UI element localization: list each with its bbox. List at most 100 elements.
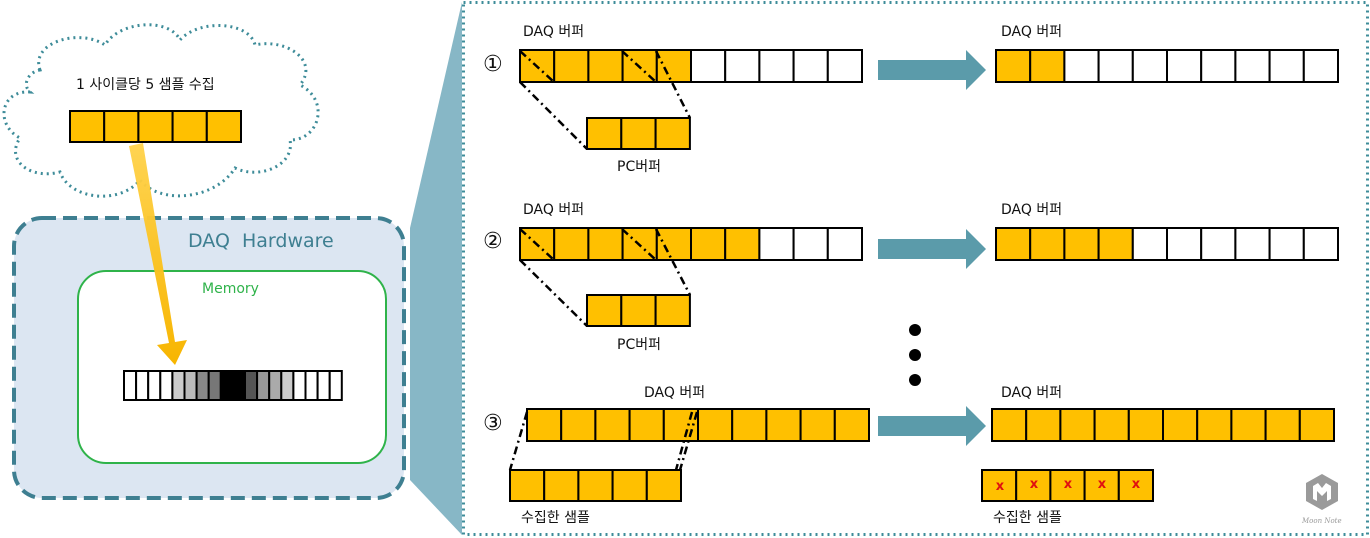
result-buffer-cell bbox=[1268, 227, 1305, 261]
result-buffer-cell bbox=[1234, 49, 1271, 83]
daq-buffer-cell bbox=[526, 408, 563, 442]
result-buffer-cell bbox=[1063, 227, 1100, 261]
memory-cell bbox=[123, 370, 138, 401]
row-number: ③ bbox=[483, 411, 503, 436]
collected-sample-cell bbox=[577, 469, 614, 502]
buffer-cells bbox=[509, 49, 1340, 502]
result-buffer-cell bbox=[1302, 49, 1340, 83]
result-buffer-cell bbox=[1162, 408, 1199, 442]
dash-connector bbox=[519, 81, 588, 150]
dash-lines bbox=[508, 50, 699, 471]
daq-buffer-label: DAQ 버퍼 bbox=[523, 24, 585, 40]
memory-cell bbox=[159, 370, 174, 401]
result-buffer-cell bbox=[991, 408, 1028, 442]
cloud-buffer-cell bbox=[103, 110, 140, 143]
result-buffer-label: DAQ 버퍼 bbox=[1001, 385, 1063, 401]
dash-connector bbox=[508, 411, 529, 471]
daq-buffer-cell bbox=[833, 408, 870, 442]
result-buffer-cell bbox=[1264, 408, 1301, 442]
memory-cell bbox=[207, 370, 222, 401]
result-buffer-cell bbox=[1268, 49, 1305, 83]
row-number: ① bbox=[483, 52, 503, 77]
daq-buffer-cell bbox=[553, 227, 590, 261]
result-buffer-cell bbox=[1063, 49, 1100, 83]
cloud-text: 1 사이클당 5 샘플 수집 bbox=[76, 77, 215, 93]
memory-cell bbox=[183, 370, 198, 401]
dash-connector bbox=[519, 259, 588, 327]
daq-buffer-label: DAQ 버퍼 bbox=[523, 202, 585, 218]
lost-sample-cell bbox=[1083, 469, 1120, 502]
pc-buffer-cell bbox=[654, 294, 691, 327]
lost-sample-cell bbox=[1117, 469, 1155, 502]
result-buffer-cell bbox=[1029, 227, 1066, 261]
result-buffer-cell bbox=[1234, 227, 1271, 261]
daq-buffer-cell bbox=[792, 227, 829, 261]
memory-cell bbox=[268, 370, 283, 401]
memory-cell bbox=[135, 370, 150, 401]
daq-buffer-cell bbox=[587, 49, 624, 83]
daq-buffer-cell bbox=[560, 408, 597, 442]
result-buffer-cell bbox=[1200, 227, 1237, 261]
collected-samples-label: 수집한 샘플 bbox=[521, 510, 590, 526]
lost-mark: x bbox=[1063, 477, 1073, 492]
daq-buffer-cell bbox=[758, 227, 795, 261]
result-buffer-cell bbox=[1097, 227, 1134, 261]
daq-buffer-cell bbox=[826, 227, 863, 261]
ellipsis-dot bbox=[909, 374, 921, 386]
memory-label: Memory bbox=[202, 281, 259, 297]
cloud-buffer-cell bbox=[137, 110, 174, 143]
lost-mark: x bbox=[1029, 477, 1039, 492]
daq-buffer-cell bbox=[724, 227, 761, 261]
cloud-buffer bbox=[69, 110, 243, 143]
pc-buffer-cell bbox=[620, 117, 657, 150]
daq-buffer-cell bbox=[758, 49, 795, 83]
lost-samples-label: 수집한 샘플 bbox=[993, 510, 1062, 526]
daq-buffer-cell bbox=[594, 408, 631, 442]
memory-cell bbox=[328, 370, 343, 401]
daq-buffer-cell bbox=[690, 227, 727, 261]
daq-buffer-cell bbox=[724, 49, 761, 83]
memory-cell bbox=[256, 370, 271, 401]
result-buffer-cell bbox=[1166, 227, 1203, 261]
lost-sample-cell bbox=[1049, 469, 1086, 502]
daq-buffer-cell bbox=[765, 408, 802, 442]
result-buffer-cell bbox=[1302, 227, 1340, 261]
result-buffer-cell bbox=[1298, 408, 1336, 442]
pc-buffer-cell bbox=[654, 117, 691, 150]
result-buffer-label: DAQ 버퍼 bbox=[1001, 24, 1063, 40]
memory-cell bbox=[231, 370, 246, 401]
memory-cell bbox=[292, 370, 307, 401]
pc-buffer-label: PC버퍼 bbox=[617, 337, 661, 353]
result-buffer-cell bbox=[1029, 49, 1066, 83]
cloud-buffer-cell bbox=[205, 110, 243, 143]
result-buffer-cell bbox=[1131, 49, 1169, 83]
result-buffer-cell bbox=[1059, 408, 1096, 442]
pc-buffer-cell bbox=[586, 294, 623, 327]
lost-mark: x bbox=[1131, 477, 1141, 492]
memory-cell bbox=[147, 370, 162, 401]
dash-connector bbox=[621, 50, 657, 83]
zoom-connector bbox=[410, 2, 462, 535]
daq-buffer-cell bbox=[587, 227, 624, 261]
dash-connector bbox=[519, 50, 555, 83]
flow-arrow-1 bbox=[878, 50, 986, 90]
daq-buffer-cell bbox=[628, 408, 665, 442]
memory-cell bbox=[280, 370, 295, 401]
daq-buffer-cell bbox=[799, 408, 836, 442]
daq-buffer-cell bbox=[826, 49, 863, 83]
flow-arrow-3 bbox=[878, 406, 986, 446]
lost-mark: x bbox=[995, 479, 1005, 494]
collected-sample-cell bbox=[645, 469, 682, 502]
pc-buffer-cell bbox=[620, 294, 657, 327]
result-buffer-cell bbox=[1200, 49, 1237, 83]
hardware-title: DAQ Hardware bbox=[188, 230, 334, 252]
result-buffer-cell bbox=[1025, 408, 1062, 442]
memory-strip bbox=[123, 370, 343, 401]
collected-sample-cell bbox=[611, 469, 648, 502]
dash-connector bbox=[621, 228, 657, 261]
flow-arrows bbox=[878, 50, 986, 446]
daq-buffer-cell bbox=[690, 49, 727, 83]
daq-buffer-cell bbox=[655, 227, 692, 261]
dash-connector bbox=[674, 411, 694, 471]
